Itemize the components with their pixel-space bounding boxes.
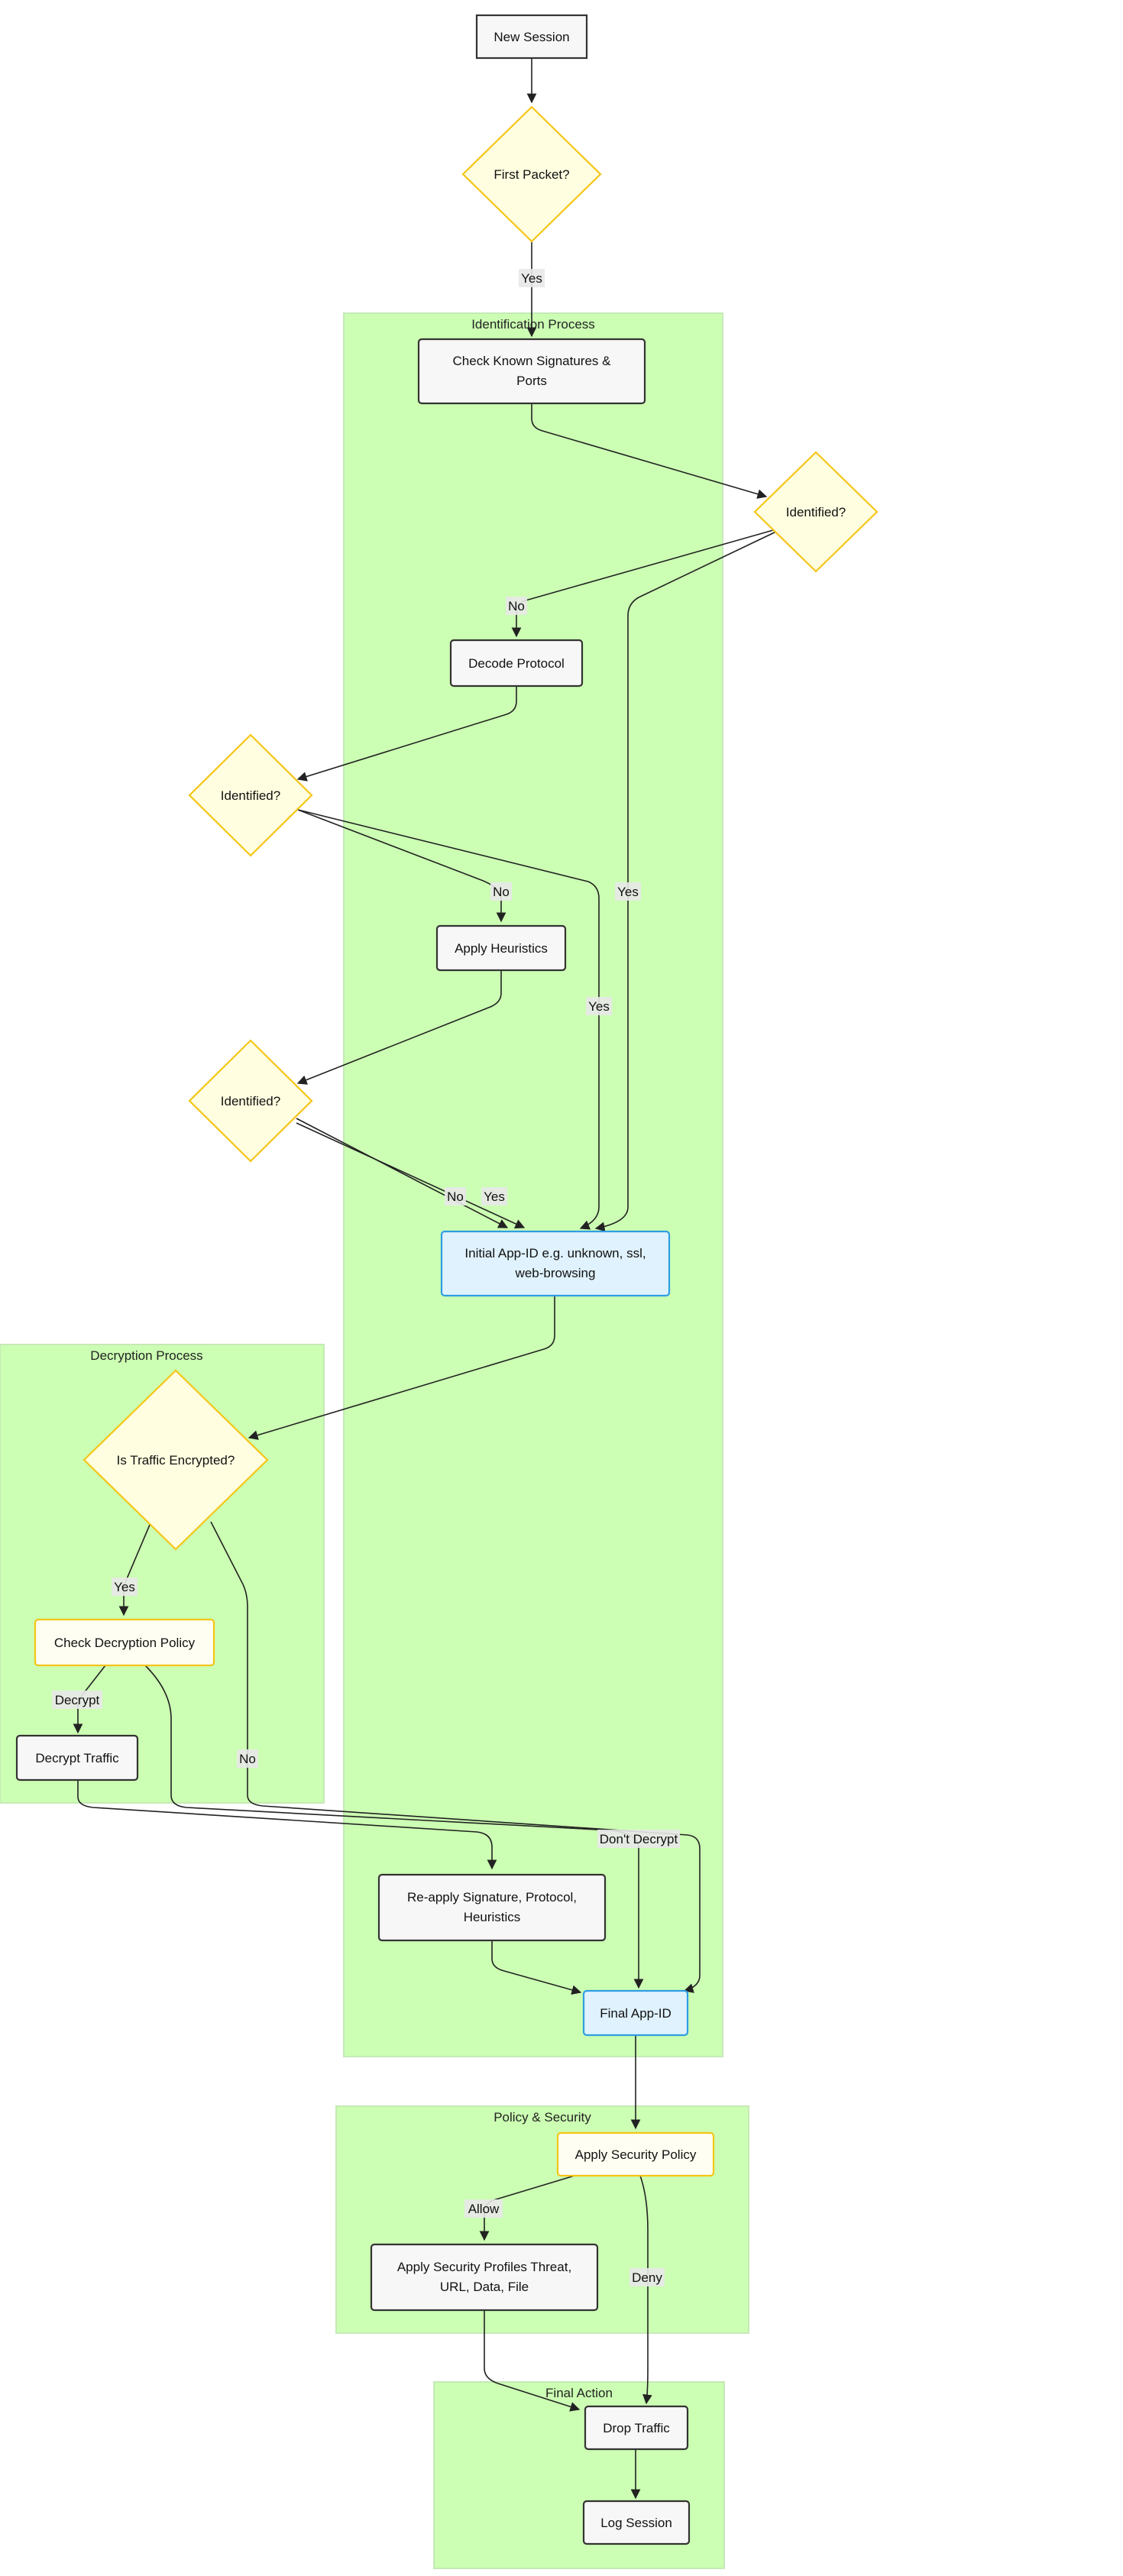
edge-id3-initial-yes bbox=[296, 1122, 526, 1229]
node-reapply-label-1: Re-apply Signature, Protocol, bbox=[407, 1890, 577, 1904]
cluster-identification: Identification Process bbox=[343, 312, 723, 2057]
edge-reapply-final bbox=[491, 1940, 582, 1995]
node-final-appid-label: Final App-ID bbox=[600, 2006, 672, 2021]
node-decode-protocol[interactable]: Decode Protocol bbox=[449, 639, 584, 688]
cluster-identification-label: Identification Process bbox=[471, 317, 595, 332]
edge-id1-initial bbox=[594, 529, 780, 1232]
node-check-signatures-label-2: Ports bbox=[516, 374, 547, 388]
node-decrypt-traffic[interactable]: Decrypt Traffic bbox=[15, 1734, 139, 1782]
edge-heur-id3 bbox=[296, 970, 502, 1085]
node-reapply[interactable]: Re-apply Signature, Protocol, Heuristics bbox=[377, 1873, 607, 1942]
edge-label-id3-yes: Yes bbox=[484, 1189, 505, 1204]
edge-labels: Yes No Yes No Yes No Yes Yes No Decrypt … bbox=[52, 269, 680, 2286]
node-initial-appid-label-2: web-browsing bbox=[515, 1266, 596, 1280]
decision-identified-2-label: Identified? bbox=[221, 788, 280, 803]
cluster-final-label: Final Action bbox=[545, 2386, 613, 2400]
node-reapply-label-2: Heuristics bbox=[464, 1910, 521, 1924]
node-initial-appid-label-1: Initial App-ID e.g. unknown, ssl, bbox=[464, 1246, 646, 1260]
decision-identified-2[interactable]: Identified? bbox=[188, 733, 313, 857]
decision-first-packet-label: First Packet? bbox=[494, 167, 569, 182]
node-log-session[interactable]: Log Session bbox=[582, 2500, 691, 2545]
edge-label-id3-no: No bbox=[447, 1189, 464, 1204]
edge-decrypt-reapply bbox=[77, 1780, 497, 1870]
edge-profiles-drop bbox=[484, 2310, 581, 2412]
edge-policy-drop bbox=[639, 2175, 652, 2405]
decision-identified-3[interactable]: Identified? bbox=[188, 1039, 313, 1163]
node-check-decryption-label: Check Decryption Policy bbox=[54, 1636, 196, 1650]
edge-label-decrypt: Decrypt bbox=[55, 1693, 100, 1707]
node-apply-security-profiles-label-1: Apply Security Profiles Threat, bbox=[397, 2260, 571, 2274]
decision-first-packet[interactable]: First Packet? bbox=[461, 105, 602, 243]
edge-label-enc-yes: Yes bbox=[114, 1580, 135, 1594]
node-apply-heuristics[interactable]: Apply Heuristics bbox=[435, 924, 567, 972]
edge-label-id2-yes: Yes bbox=[588, 999, 610, 1014]
edge-id2-initial bbox=[297, 809, 600, 1230]
node-initial-appid[interactable]: Initial App-ID e.g. unknown, ssl, web-br… bbox=[440, 1230, 671, 1297]
decision-identified-3-label: Identified? bbox=[221, 1094, 280, 1108]
node-final-appid[interactable]: Final App-ID bbox=[582, 1989, 689, 2037]
edge-label-id1-no: No bbox=[508, 599, 525, 613]
node-apply-security-profiles[interactable]: Apply Security Profiles Threat, URL, Dat… bbox=[370, 2243, 599, 2312]
node-check-signatures[interactable]: Check Known Signatures & Ports bbox=[417, 338, 646, 405]
node-new-session[interactable]: New Session bbox=[475, 14, 588, 60]
edge-label-allow: Allow bbox=[468, 2202, 500, 2216]
decision-identified-1[interactable]: Identified? bbox=[753, 451, 879, 573]
node-apply-security-policy-label: Apply Security Policy bbox=[575, 2147, 697, 2162]
edge-label-enc-no: No bbox=[239, 1752, 256, 1766]
node-apply-security-profiles-label-2: URL, Data, File bbox=[440, 2280, 529, 2294]
node-apply-security-policy[interactable]: Apply Security Policy bbox=[556, 2131, 715, 2177]
decision-is-encrypted[interactable]: Is Traffic Encrypted? bbox=[83, 1369, 269, 1551]
node-new-session-label: New Session bbox=[494, 30, 569, 44]
edge-label-deny: Deny bbox=[632, 2270, 662, 2285]
edge-decode-id2 bbox=[296, 686, 517, 782]
node-log-session-label: Log Session bbox=[600, 2516, 672, 2530]
cluster-decryption-label: Decryption Process bbox=[90, 1348, 202, 1363]
decision-is-encrypted-label: Is Traffic Encrypted? bbox=[117, 1453, 235, 1468]
edge-label-first-yes: Yes bbox=[521, 271, 542, 286]
node-apply-heuristics-label: Apply Heuristics bbox=[455, 941, 548, 956]
node-decode-protocol-label: Decode Protocol bbox=[468, 656, 565, 671]
node-drop-traffic-label: Drop Traffic bbox=[603, 2421, 670, 2435]
edge-enc-final bbox=[210, 1521, 701, 1993]
node-check-decryption[interactable]: Check Decryption Policy bbox=[34, 1618, 215, 1667]
cluster-policy-label: Policy & Security bbox=[494, 2110, 591, 2125]
edge-check-id1 bbox=[531, 403, 768, 499]
decision-identified-1-label: Identified? bbox=[786, 505, 846, 519]
edge-label-id1-yes: Yes bbox=[617, 885, 639, 899]
edge-label-dont-decrypt: Don't Decrypt bbox=[600, 1832, 678, 1846]
edge-label-id2-no: No bbox=[493, 885, 510, 899]
edge-id3-initial-no bbox=[296, 1118, 509, 1228]
edge-initial-enc bbox=[248, 1296, 555, 1440]
node-drop-traffic[interactable]: Drop Traffic bbox=[584, 2405, 689, 2451]
node-decrypt-traffic-label: Decrypt Traffic bbox=[35, 1751, 119, 1765]
node-check-signatures-label-1: Check Known Signatures & bbox=[453, 354, 612, 368]
